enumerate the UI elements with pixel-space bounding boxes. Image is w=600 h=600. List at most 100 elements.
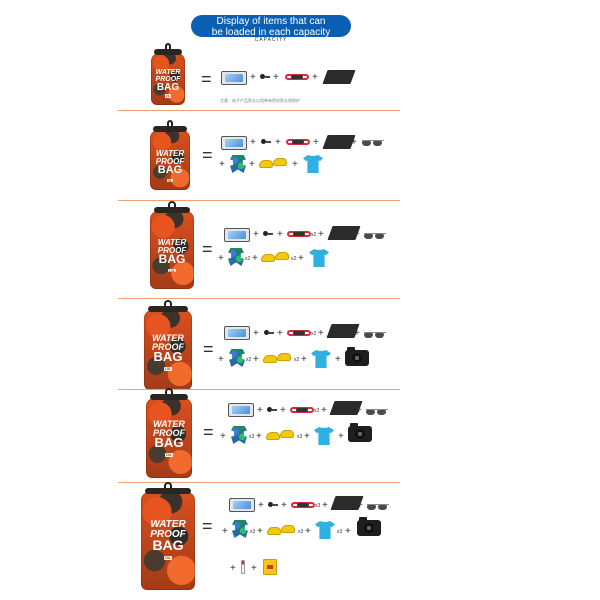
bag-label: WATER PROOF BAG 2L [151,69,185,99]
plus-sign: + [220,431,226,442]
plus-sign: + [280,405,286,416]
plus-sign: + [354,229,360,240]
plus-sign: + [230,563,236,574]
goggles-icon [290,405,314,415]
phone-icon [224,326,250,340]
plus-sign: + [335,354,341,365]
swimsuit-icon [228,248,244,266]
bag-strap [164,300,172,308]
quantity-label: x2 [311,331,317,337]
plus-sign: + [249,159,255,170]
plus-sign: + [312,72,318,83]
bag-strap [163,482,173,490]
key-icon [263,230,273,238]
plus-sign: + [305,526,311,537]
swimsuit-icon [232,520,248,538]
plus-sign: + [257,405,263,416]
equals-sign: = [203,339,214,359]
plus-sign: + [281,500,287,511]
bag-label-line3: BAG [153,349,183,365]
bag-label-line2: PROOF [150,528,186,540]
camera-icon [345,347,369,366]
shoes-icon [266,429,296,441]
sunglasses-icon [364,331,386,339]
plus-sign: + [277,328,283,339]
plus-sign: + [250,72,256,83]
equals-sign: = [201,69,212,89]
bag-top [153,49,183,55]
bag-strap [165,43,171,51]
sunglasses-icon [366,408,388,416]
goggles-icon [285,72,309,82]
plus-sign: + [318,328,324,339]
bag-label-line2: PROOF [155,75,181,83]
bag-label-line1: WATER [157,238,187,247]
title-line-2: be loaded in each capacity [211,27,331,38]
bag-top [149,394,189,400]
bag-label: WATER PROOF BAG 30L [141,520,195,562]
bag-label-line3: BAG [154,435,184,451]
plus-sign: + [351,137,357,148]
plus-sign: + [322,500,328,511]
divider [118,482,400,483]
bag-label-line3: BAG [157,164,183,177]
equals-sign: = [202,145,213,165]
bag-label-line1: WATER [155,149,185,158]
plus-sign: + [253,354,259,365]
bag-2l: WATER PROOF BAG 2L [151,43,185,105]
quantity-label: x2 [311,232,317,238]
bag-20l: WATER PROOF BAG 20L [146,388,192,478]
subtitle: CAPACITY [254,37,288,43]
quantity-label: x2 [294,357,300,363]
swimsuit-icon [230,155,246,173]
bag-label-line2: PROOF [155,156,185,166]
quantity-label: x3 [250,529,256,535]
plus-sign: + [253,229,259,240]
divider [118,298,400,299]
camera-icon [348,423,372,442]
wallet-icon [322,70,356,84]
quantity-label: x3 [337,529,343,535]
bag-label-line2: PROOF [157,245,187,255]
bag-30l: WATER PROOF BAG 30L [141,482,195,590]
bag-top [153,126,187,132]
shoes-icon [263,352,293,364]
bag-label-line2: PROOF [151,341,184,352]
capacity-badge: 15L [163,366,173,372]
phone-icon [221,71,247,85]
phone-icon [229,498,255,512]
key-icon [267,406,277,414]
key-icon [260,73,270,81]
bag-15l: WATER PROOF BAG 15L [144,300,192,390]
plus-sign: + [219,159,225,170]
swimsuit-icon [231,426,247,444]
plus-sign: + [250,137,256,148]
plus-sign: + [252,253,258,264]
plus-sign: + [273,72,279,83]
plus-sign: + [258,500,264,511]
plus-sign: + [298,253,304,264]
quantity-label: x2 [246,357,252,363]
capacity-badge: 2L [164,92,172,98]
tshirt-icon [314,427,334,445]
quantity-label: x2 [291,256,297,262]
tshirt-icon [303,155,323,173]
bag-10l: WATER PROOF BAG 10L [150,201,194,289]
phone-icon [224,228,250,242]
plus-sign: + [222,526,228,537]
plus-sign: + [301,354,307,365]
shoes-icon [267,524,297,536]
plus-sign: + [354,328,360,339]
tshirt-icon [311,350,331,368]
plus-sign: + [313,137,319,148]
quantity-label: x3 [249,434,255,440]
capacity-badge: 5L [166,177,174,183]
key-icon [261,138,271,146]
shoes-icon [259,157,289,169]
bag-top [153,207,191,213]
goggles-icon [286,137,310,147]
plus-sign: + [257,526,263,537]
lipbalm-icon [241,560,245,574]
sunglasses-icon [364,232,386,240]
bag-label-line1: WATER [152,333,184,343]
